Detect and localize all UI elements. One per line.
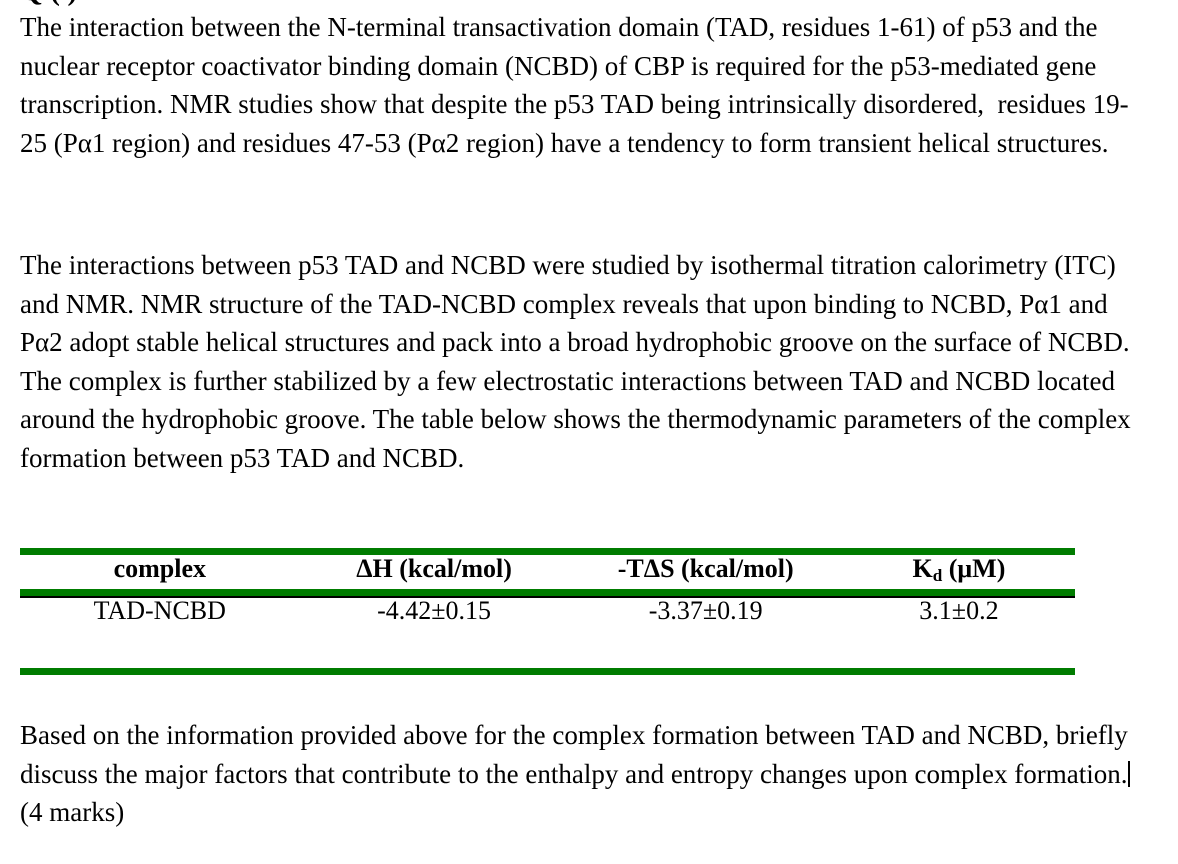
paragraph-intro: The interaction between the N-terminal t… bbox=[20, 12, 1129, 158]
column-header-entropy: -TΔS (kcal/mol) bbox=[617, 554, 794, 583]
clipped-question-heading: Q ( ) bbox=[20, 0, 1160, 8]
cell-complex: TAD-NCBD bbox=[93, 596, 226, 625]
table-rule-top bbox=[20, 548, 1075, 555]
table-rule-header bbox=[20, 589, 1075, 596]
thermodynamic-parameters-table: complex ΔH (kcal/mol) -TΔS (kcal/mol) Kd… bbox=[20, 548, 1075, 675]
paragraph-study-methods: The interactions between p53 TAD and NCB… bbox=[20, 250, 1138, 473]
table-row: TAD-NCBD -4.42±0.15 -3.37±0.19 3.1±0.2 bbox=[20, 588, 1075, 632]
kd-symbol: K bbox=[912, 554, 933, 583]
paragraph-question: Based on the information provided above … bbox=[20, 716, 1145, 832]
cell-entropy: -3.37±0.19 bbox=[648, 596, 763, 625]
cell-kd: 3.1±0.2 bbox=[919, 596, 999, 625]
table-rule-bottom bbox=[20, 668, 1075, 675]
kd-subscript: d bbox=[932, 565, 943, 585]
column-header-complex: complex bbox=[113, 554, 206, 583]
table-rule-hairline bbox=[20, 596, 1075, 598]
question-marks: (4 marks) bbox=[20, 797, 125, 827]
column-header-enthalpy: ΔH (kcal/mol) bbox=[356, 554, 512, 583]
cell-enthalpy: -4.42±0.15 bbox=[377, 596, 492, 625]
column-header-kd: Kd (μM) bbox=[843, 548, 1075, 588]
table-grid: complex ΔH (kcal/mol) -TΔS (kcal/mol) Kd… bbox=[20, 548, 1075, 632]
table-header-row: complex ΔH (kcal/mol) -TΔS (kcal/mol) Kd… bbox=[20, 548, 1075, 588]
question-text: Based on the information provided above … bbox=[20, 720, 1135, 789]
text-cursor-caret[interactable] bbox=[1128, 760, 1131, 787]
kd-units: (μM) bbox=[942, 554, 1006, 583]
